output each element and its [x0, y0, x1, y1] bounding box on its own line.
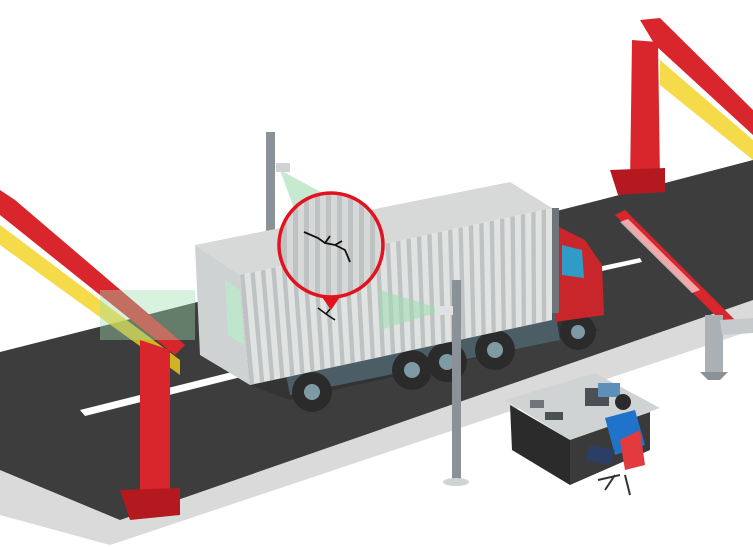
container-rib [427, 233, 436, 346]
container-rib [281, 265, 295, 377]
container-rib [500, 218, 506, 331]
crack-icon [303, 231, 351, 263]
container-rib [250, 271, 265, 383]
container-rib [406, 238, 416, 351]
magnified-rib [370, 193, 375, 297]
container-doors [195, 245, 250, 385]
magnified-rib [293, 193, 298, 297]
magnified-rib [337, 193, 342, 297]
container-rib [437, 231, 446, 344]
magnified-rib [326, 193, 331, 297]
container-rib [240, 274, 255, 385]
exhaust-stack [549, 208, 559, 313]
chair [620, 430, 645, 470]
magnified-rib [282, 193, 287, 297]
container-rib [458, 227, 466, 340]
container-rib [489, 220, 496, 333]
monitor-icon [598, 383, 620, 397]
magnified-rib [348, 193, 353, 297]
operator-station [505, 373, 660, 496]
container-rib [468, 224, 476, 338]
container-rib [271, 267, 285, 379]
right-gantry [610, 18, 753, 195]
container-rib [416, 236, 426, 349]
magnified-rib [304, 193, 309, 297]
camera-icon [435, 306, 453, 315]
container-rib [531, 211, 537, 325]
camera-pole-front [380, 280, 469, 486]
phone-icon [530, 400, 544, 408]
container-rib [479, 222, 486, 336]
container-rib [292, 262, 305, 375]
container-rib [260, 269, 275, 381]
magnified-rib [359, 193, 364, 297]
crack-magnifier [277, 191, 385, 321]
container-rib [541, 209, 547, 323]
operator-head [615, 394, 631, 410]
barrier-gate [615, 210, 753, 380]
left-gantry [0, 190, 195, 520]
container-rib [510, 215, 516, 329]
container-rib [520, 213, 527, 327]
camera-icon [276, 163, 290, 172]
magnified-rib [315, 193, 320, 297]
